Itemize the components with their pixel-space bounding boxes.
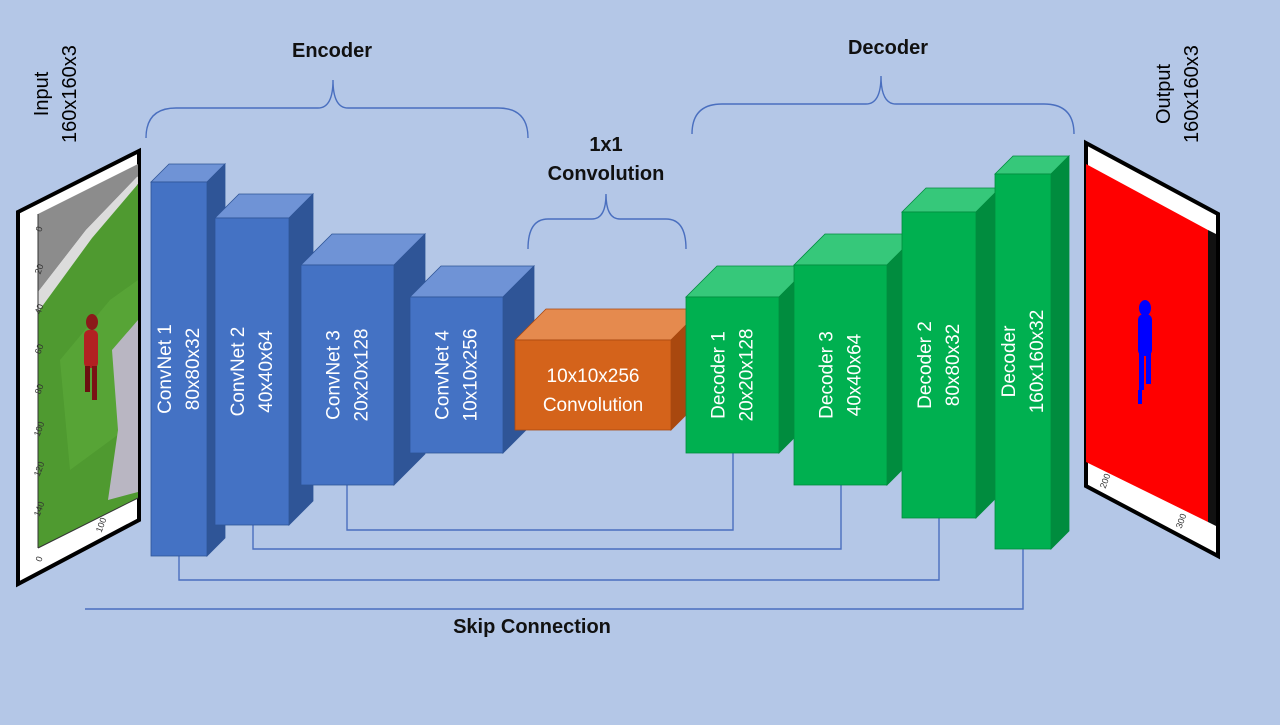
- input-tick-label: 60: [33, 343, 46, 356]
- conv1x1-title-line2: Convolution: [548, 163, 665, 185]
- block-label-line2: 160x160x32: [1027, 310, 1048, 414]
- block-side-face: [1050, 155, 1070, 550]
- block-label-line1: 10x10x256: [547, 366, 640, 387]
- block-decoder-2: Decoder 2 80x80x32: [901, 187, 1001, 519]
- skip-connections: [85, 453, 1024, 610]
- output-label-line1: Output: [1153, 64, 1175, 124]
- block-front-face: [214, 217, 290, 526]
- block-front-face: [150, 181, 208, 557]
- output-person-mask: [1138, 300, 1152, 404]
- input-label-line1: Input: [31, 71, 53, 116]
- skip-connection-line: [85, 549, 1024, 610]
- block-decoder-1: Decoder 1 20x20x128: [685, 265, 811, 454]
- input-tick-label: 40: [33, 303, 46, 316]
- block-label-line1: Decoder 1: [709, 331, 730, 419]
- block-label-line1: Decoder 2: [915, 321, 936, 409]
- input-road: [38, 164, 138, 292]
- input-tick-label: 100: [32, 420, 47, 438]
- input-curb: [38, 176, 138, 312]
- block-front-face: [685, 296, 780, 454]
- block-front-face: [409, 296, 504, 454]
- skip-connection-line: [252, 485, 842, 550]
- input-axis-ticks: 0 20 40 60 80 100 120 140 0 100: [32, 225, 109, 563]
- input-tick-label: 140: [32, 500, 47, 518]
- block-label-line1: ConvNet 4: [433, 330, 454, 420]
- block-decoder-3: Decoder 3 40x40x64: [793, 233, 919, 486]
- decoder-brace: [691, 75, 1075, 135]
- input-bottom-tick-label: 100: [94, 516, 109, 534]
- block-label-line1: Decoder: [999, 325, 1020, 397]
- block-front-face: [901, 211, 977, 519]
- output-bottom-tick-label: 300: [1174, 512, 1189, 530]
- block-label-line2: 80x80x32: [183, 328, 204, 410]
- block-convnet-1: ConvNet 1 80x80x32: [150, 163, 226, 557]
- conv1x1-title-line1: 1x1: [589, 134, 622, 156]
- block-label-line2: 40x40x64: [256, 330, 277, 413]
- block-label-line1: ConvNet 3: [324, 330, 345, 420]
- encoder-brace: [145, 79, 529, 139]
- input-bottom-tick-label: 0: [34, 555, 45, 563]
- block-label-line1: Decoder 3: [817, 331, 838, 419]
- input-tick-label: 0: [34, 225, 45, 233]
- output-label-line2: 160x160x3: [1181, 45, 1203, 143]
- block-front-face: [300, 264, 395, 486]
- block-top-face: [514, 308, 703, 341]
- input-tick-label: 80: [33, 383, 46, 396]
- input-person: [84, 314, 98, 400]
- output-image: 200 300 Output 160x160x3: [1084, 45, 1220, 560]
- block-label-line2: 10x10x256: [461, 329, 482, 422]
- output-dark-edge: [1208, 230, 1216, 526]
- input-tick-label: 20: [33, 263, 46, 276]
- decoder-title: Decoder: [848, 37, 928, 59]
- block-front-face: [994, 173, 1052, 550]
- input-label-line2: 160x160x3: [59, 45, 81, 143]
- block-label-line2: 40x40x64: [845, 333, 866, 416]
- block-label-line1: ConvNet 1: [155, 324, 176, 414]
- block-decoder-160: Decoder 160x160x32: [994, 155, 1070, 550]
- block-front-face: [514, 339, 672, 431]
- output-axis-ticks: 200 300: [1098, 472, 1189, 530]
- block-convnet-3: ConvNet 3 20x20x128: [300, 233, 426, 486]
- block-label-line2: 20x20x128: [352, 329, 373, 422]
- input-image: 0 20 40 60 80 100 120 140 0 100 Input 160x160x3: [16, 45, 141, 588]
- block-convnet-2: ConvNet 2 40x40x64: [214, 193, 314, 526]
- output-bottom-tick-label: 200: [1098, 472, 1113, 490]
- encoder-title: Encoder: [292, 40, 372, 62]
- conv1x1-brace: [527, 193, 687, 250]
- skip-connection-line: [346, 453, 734, 531]
- block-label-line2: 80x80x32: [943, 324, 964, 406]
- input-axis-bottom: [37, 497, 139, 549]
- input-tick-label: 120: [32, 460, 47, 478]
- skip-connection-line: [178, 518, 940, 581]
- skip-connection-label: Skip Connection: [453, 616, 611, 638]
- block-label-line2: 20x20x128: [737, 329, 758, 422]
- block-label-line1: ConvNet 2: [228, 327, 249, 417]
- block-front-face: [793, 264, 888, 486]
- block-label-line2: Convolution: [543, 395, 643, 416]
- input-rock: [108, 320, 138, 500]
